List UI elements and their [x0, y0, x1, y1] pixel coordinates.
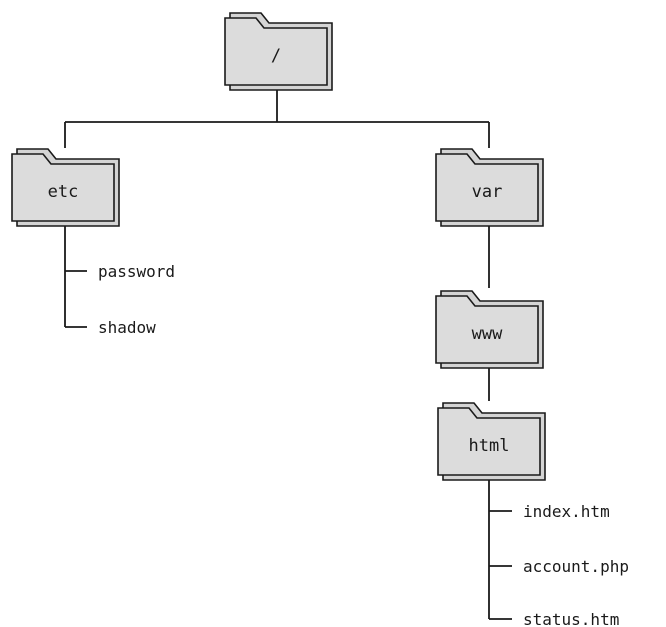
folder-label-html: html: [469, 436, 510, 456]
folder-label-www: www: [472, 324, 503, 344]
file-shadow[interactable]: shadow: [98, 318, 156, 337]
file-account-php[interactable]: account.php: [523, 557, 629, 576]
folder-icon[interactable]: html: [437, 402, 546, 481]
file-status-htm[interactable]: status.htm: [523, 610, 619, 627]
connectors: [64, 88, 512, 620]
file-password[interactable]: password: [98, 262, 175, 281]
folder-icon[interactable]: etc: [11, 148, 120, 227]
folder-icon[interactable]: /: [224, 12, 333, 91]
folder-label-root: /: [271, 46, 281, 66]
folder-icon[interactable]: www: [435, 290, 544, 369]
file-index-htm[interactable]: index.htm: [523, 502, 610, 521]
folder-icon[interactable]: var: [435, 148, 544, 227]
folder-label-var: var: [472, 182, 503, 202]
folder-label-etc: etc: [48, 182, 79, 202]
